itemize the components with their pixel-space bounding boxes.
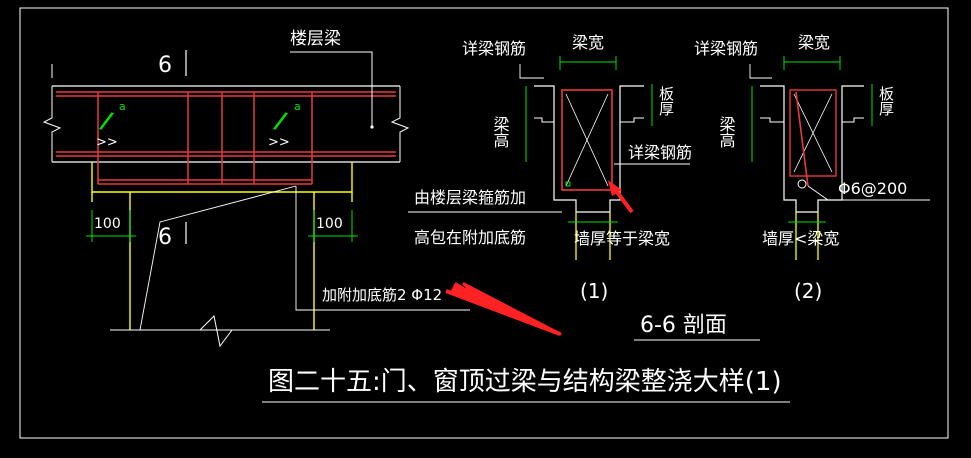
d1-slab-label: 板厚 <box>657 85 675 116</box>
annotation-arrow-detail1-head <box>608 180 622 196</box>
detail-2: 梁宽 详梁钢筋 梁高 板厚 Φ6@200 墙厚<梁宽 (2) <box>694 33 930 303</box>
d2-hook <box>797 179 807 189</box>
section-mark-top: 6 <box>158 53 172 78</box>
d1-rebar-leader <box>519 64 544 79</box>
green-mark-right: / <box>272 106 290 135</box>
d2-rebar-leader <box>749 64 772 79</box>
d2-beam-width-label: 梁宽 <box>798 33 830 52</box>
drawing-frame <box>19 7 949 439</box>
dim-left-value: 100 <box>94 216 121 232</box>
d2-stirrup <box>789 89 837 177</box>
d1-slab-left <box>534 117 554 123</box>
d2-slab-left <box>760 117 784 123</box>
d1-cross-2 <box>565 93 609 187</box>
d2-stirrup-leader <box>807 185 930 201</box>
d2-slab-right <box>842 117 864 123</box>
added-bar-leader <box>295 186 470 311</box>
d1-number: (1) <box>580 279 608 303</box>
dim-right-value: 100 <box>316 216 343 232</box>
green-mark-left: / <box>98 106 116 135</box>
d2-stirrup-note: Φ6@200 <box>838 179 907 198</box>
d2-beam-height-label: 梁高 <box>717 116 736 148</box>
floor-beam-leader <box>290 51 373 127</box>
arrow-mark-right: >> <box>268 135 290 150</box>
annotation-arrow-added-bar-shaft <box>445 289 561 336</box>
floor-beam-label: 楼层梁 <box>290 29 341 49</box>
d2-see-rebar-top: 详梁钢筋 <box>694 39 758 58</box>
d1-beam-height-label: 梁高 <box>491 116 510 148</box>
beam-elevation: / a >> / a >> 6 楼层梁 100 100 6 <box>42 29 470 348</box>
d1-see-rebar-side: 详梁钢筋 <box>628 143 692 162</box>
ground-break <box>199 314 233 348</box>
d1-stirrup <box>561 89 613 191</box>
green-mark-right-sub: a <box>294 100 301 113</box>
note-line-1: 由楼层梁箍筋加 <box>414 188 526 207</box>
break-line-left <box>42 86 62 162</box>
d1-wall-note: 墙厚等于梁宽 <box>574 229 670 248</box>
d1-beam-width-label: 梁宽 <box>572 33 604 52</box>
d2-hook-bar <box>795 91 809 187</box>
break-line-right <box>390 86 410 162</box>
diagonal-leader <box>139 185 297 331</box>
d2-cross-2 <box>793 93 833 173</box>
section-title: 6-6 剖面 <box>640 313 727 338</box>
added-bar-label: 加附加底筋2 Φ12 <box>322 286 442 304</box>
caption: 图二十五:门、窗顶过梁与结构梁整浇大样(1) <box>268 367 782 397</box>
d2-slab-label: 板厚 <box>877 85 895 116</box>
section-mark-bottom: 6 <box>158 225 172 250</box>
d2-beam-outline <box>760 85 864 213</box>
d1-beam-outline <box>534 85 644 213</box>
d2-wall-note: 墙厚<梁宽 <box>762 229 839 248</box>
green-mark-left-sub: a <box>119 100 126 113</box>
detail-1: 梁宽 详梁钢筋 梁高 板厚 详梁钢筋 墙厚等于梁宽 (1) <box>462 33 692 303</box>
d1-slab-right <box>620 117 644 123</box>
d1-added-bar <box>565 181 571 187</box>
note-line-2: 高包在附加底筋 <box>414 228 526 247</box>
lintel-outline <box>91 162 353 193</box>
floor-beam-leader-dot <box>370 125 374 129</box>
d1-see-rebar-top: 详梁钢筋 <box>462 39 526 58</box>
arrow-mark-left: >> <box>96 135 118 150</box>
d2-number: (2) <box>794 279 822 303</box>
